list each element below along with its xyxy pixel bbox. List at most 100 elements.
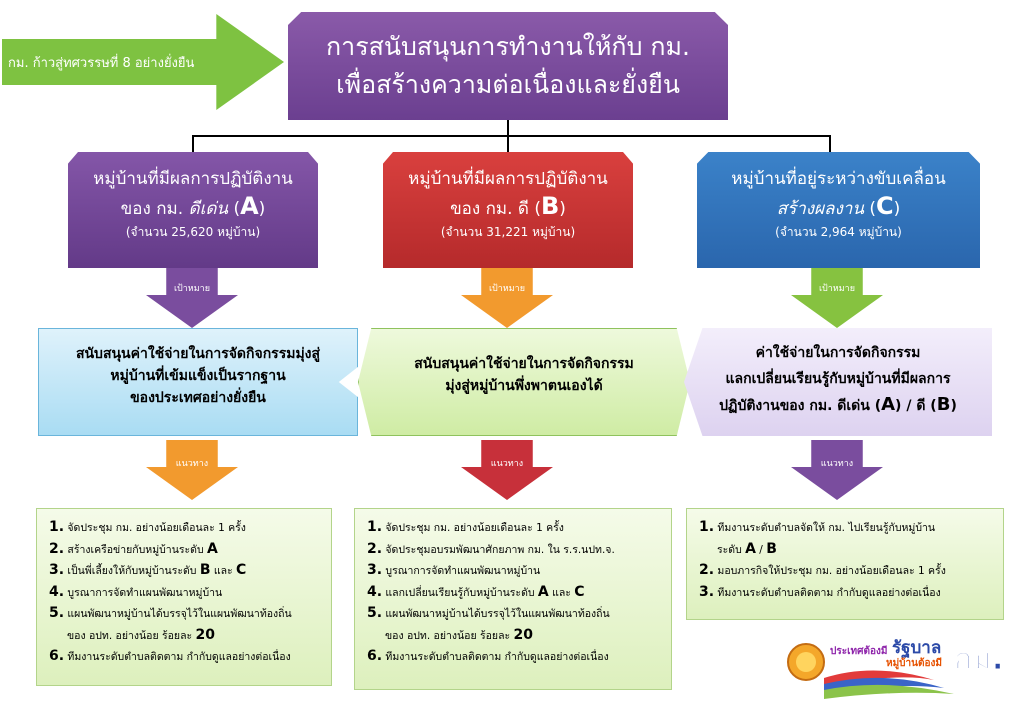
list-bold: A <box>745 540 756 557</box>
objective-c-letter-b: B <box>936 394 951 415</box>
logo-line-1-small: ประเทศต้องมี <box>830 646 888 657</box>
list-number: 5. <box>49 605 65 621</box>
list-item: 1. ทีมงานระดับตำบลจัดให้ กม. ไปเรียนรู้ก… <box>699 517 993 539</box>
list-number: 3. <box>367 562 383 578</box>
list-bold: 20 <box>513 626 533 643</box>
list-text: สร้างเครือข่ายกับหมู่บ้านระดับ <box>67 543 204 556</box>
list-bold: 20 <box>195 626 215 643</box>
list-item-continuation: ของ อปท. อย่างน้อย ร้อยละ 20 <box>367 625 661 647</box>
list-item: 5. แผนพัฒนาหมู่บ้านได้บรรจุไว้ในแผนพัฒนา… <box>49 603 321 625</box>
list-text: / <box>759 543 763 556</box>
list-item: 3. เป็นพี่เลี้ยงให้กับหมู่บ้านระดับ B แล… <box>49 560 321 582</box>
card-a-line-1: หมู่บ้านที่มีผลการปฏิบัติงาน <box>93 169 293 189</box>
list-item-continuation: ระดับ A / B <box>699 539 993 561</box>
card-a-count: (จำนวน 25,620 หมู่บ้าน) <box>125 225 261 239</box>
objective-a-line-3: ของประเทศอย่างยั่งยืน <box>130 390 266 406</box>
list-text: ทีมงานระดับตำบลจัดให้ กม. ไปเรียนรู้กับห… <box>717 522 936 534</box>
list-text: แลกเปลี่ยนเรียนรู้กับหมู่บ้านระดับ <box>385 586 535 599</box>
card-a-prefix: ของ กม. <box>120 199 184 219</box>
connector-a <box>192 135 194 152</box>
connector-c <box>829 135 831 152</box>
target-arrow-a <box>146 268 238 328</box>
list-number: 3. <box>49 562 65 578</box>
objective-c-line-2: แลกเปลี่ยนเรียนรู้กับหมู่บ้านที่มีผลการ <box>725 371 951 387</box>
connector-vertical-top <box>507 120 509 136</box>
left-arrow-text: กม. ก้าวสู่ทศวรรษที่ 8 อย่างยั่งยืน <box>8 56 195 71</box>
list-bold: B <box>766 540 777 557</box>
objective-b: สนับสนุนค่าใช้จ่ายในการจัดกิจกรรม มุ่งสู… <box>358 328 690 436</box>
card-level-b: หมู่บ้านที่มีผลการปฏิบัติงาน ของ กม. ดี … <box>383 152 633 268</box>
list-text: และ <box>213 565 233 577</box>
list-text: ทีมงานระดับตำบลติดตาม กำกับดูแลอย่างต่อเ… <box>385 651 609 663</box>
list-item: 4. แลกเปลี่ยนเรียนรู้กับหมู่บ้านระดับ A … <box>367 582 661 604</box>
connector-b <box>507 135 509 152</box>
logo-line-1-big: รัฐบาล <box>892 638 942 658</box>
approach-label-c: แนวทาง <box>820 459 854 469</box>
list-text: และ <box>552 586 571 599</box>
list-item: 3. บูรณาการจัดทำแผนพัฒนาหมู่บ้าน <box>367 560 661 582</box>
list-number: 6. <box>49 648 65 664</box>
list-number: 3. <box>699 583 715 600</box>
target-label-c: เป้าหมาย <box>818 284 856 294</box>
logo-line-2: หมู่บ้านต้องมี <box>886 658 942 669</box>
approach-list-c: 1. ทีมงานระดับตำบลจัดให้ กม. ไปเรียนรู้ก… <box>686 508 1004 620</box>
objective-c-line-3: ปฏิบัติงานของ กม. ดีเด่น (A) / ดี (B) <box>719 394 957 415</box>
target-arrow-c <box>791 268 883 328</box>
card-b-prefix: ของ กม. ดี <box>450 199 529 219</box>
objective-a: สนับสนุนค่าใช้จ่ายในการจัดกิจกรรมมุ่งสู่… <box>38 328 358 436</box>
logo-graphic <box>787 643 954 699</box>
list-item: 4. บูรณาการจัดทำแผนพัฒนาหมู่บ้าน <box>49 582 321 604</box>
approach-arrow-c <box>791 440 883 500</box>
diagram-title: การสนับสนุนการทำงานให้กับ กม. เพื่อสร้าง… <box>288 12 728 120</box>
list-text: บูรณาการจัดทำแผนพัฒนาหมู่บ้าน <box>385 565 541 577</box>
list-text: ของ อปท. อย่างน้อย ร้อยละ <box>67 629 193 642</box>
list-text: เป็นพี่เลี้ยงให้กับหมู่บ้านระดับ <box>67 565 197 577</box>
card-b-count: (จำนวน 31,221 หมู่บ้าน) <box>440 225 576 239</box>
list-item: 2. จัดประชุมอบรมพัฒนาศักยภาพ กม. ใน ร.ร.… <box>367 539 661 561</box>
list-item: 1. จัดประชุม กม. อย่างน้อยเดือนละ 1 ครั้… <box>49 517 321 539</box>
list-item: 1. จัดประชุม กม. อย่างน้อยเดือนละ 1 ครั้… <box>367 517 661 539</box>
list-number: 5. <box>367 605 383 621</box>
list-text: ทีมงานระดับตำบลติดตาม กำกับดูแลอย่างต่อเ… <box>67 651 291 663</box>
card-a-emphasis: ดีเด่น <box>188 199 229 219</box>
list-item: 2. มอบภารกิจให้ประชุม กม. อย่างน้อยเดือน… <box>699 560 993 582</box>
objective-c-prefix: ปฏิบัติงานของ กม. ดีเด่น <box>719 398 870 414</box>
list-number: 2. <box>367 540 383 557</box>
list-number: 2. <box>699 562 715 578</box>
organization-logo: ประเทศต้องมี รัฐบาล หมู่บ้านต้องมี กม. <box>784 632 1016 702</box>
list-number: 4. <box>367 583 383 600</box>
title-line-1: การสนับสนุนการทำงานให้กับ กม. <box>326 32 690 61</box>
approach-arrow-b <box>461 440 553 500</box>
list-bold: C <box>236 562 247 578</box>
objective-c-letter-a: A <box>881 394 896 415</box>
card-c-emphasis: สร้างผลงาน <box>776 199 864 219</box>
list-number: 2. <box>49 540 65 557</box>
list-bold: C <box>574 583 585 600</box>
approach-label-b: แนวทาง <box>490 459 524 469</box>
card-level-a: หมู่บ้านที่มีผลการปฏิบัติงาน ของ กม. ดีเ… <box>68 152 318 268</box>
objective-c-mid: / ดี <box>906 398 926 414</box>
target-label-b: เป้าหมาย <box>488 284 526 294</box>
list-item: 6. ทีมงานระดับตำบลติดตาม กำกับดูแลอย่างต… <box>367 646 661 668</box>
target-arrow-b <box>461 268 553 328</box>
list-text: จัดประชุม กม. อย่างน้อยเดือนละ 1 ครั้ง <box>67 522 246 534</box>
title-line-2: เพื่อสร้างความต่อเนื่องและยั่งยืน <box>336 70 680 99</box>
target-label-a: เป้าหมาย <box>173 284 211 294</box>
objective-c: ค่าใช้จ่ายในการจัดกิจกรรม แลกเปลี่ยนเรีย… <box>684 328 992 436</box>
card-b-letter: B <box>541 192 560 220</box>
objective-a-line-2: หมู่บ้านที่เข้มแข็งเป็นรากฐาน <box>110 368 286 384</box>
approach-arrow-a <box>146 440 238 500</box>
list-text: แผนพัฒนาหมู่บ้านได้บรรจุไว้ในแผนพัฒนาท้อ… <box>385 608 610 620</box>
objective-b-line-1: สนับสนุนค่าใช้จ่ายในการจัดกิจกรรม <box>414 356 634 372</box>
list-text: บูรณาการจัดทำแผนพัฒนาหมู่บ้าน <box>67 586 223 599</box>
card-level-c: หมู่บ้านที่อยู่ระหว่างขับเคลื่อน สร้างผล… <box>697 152 980 268</box>
list-text: ระดับ <box>717 543 742 556</box>
card-c-letter: C <box>875 192 894 220</box>
list-number: 1. <box>699 519 715 535</box>
card-c-line-1: หมู่บ้านที่อยู่ระหว่างขับเคลื่อน <box>731 169 946 189</box>
list-text: จัดประชุม กม. อย่างน้อยเดือนละ 1 ครั้ง <box>385 522 564 534</box>
objective-c-line-1: ค่าใช้จ่ายในการจัดกิจกรรม <box>755 345 921 361</box>
list-number: 4. <box>49 583 65 600</box>
card-b-line-2: ของ กม. ดี (B) <box>450 192 566 220</box>
list-item: 3. ทีมงานระดับตำบลติดตาม กำกับดูแลอย่างต… <box>699 582 993 604</box>
